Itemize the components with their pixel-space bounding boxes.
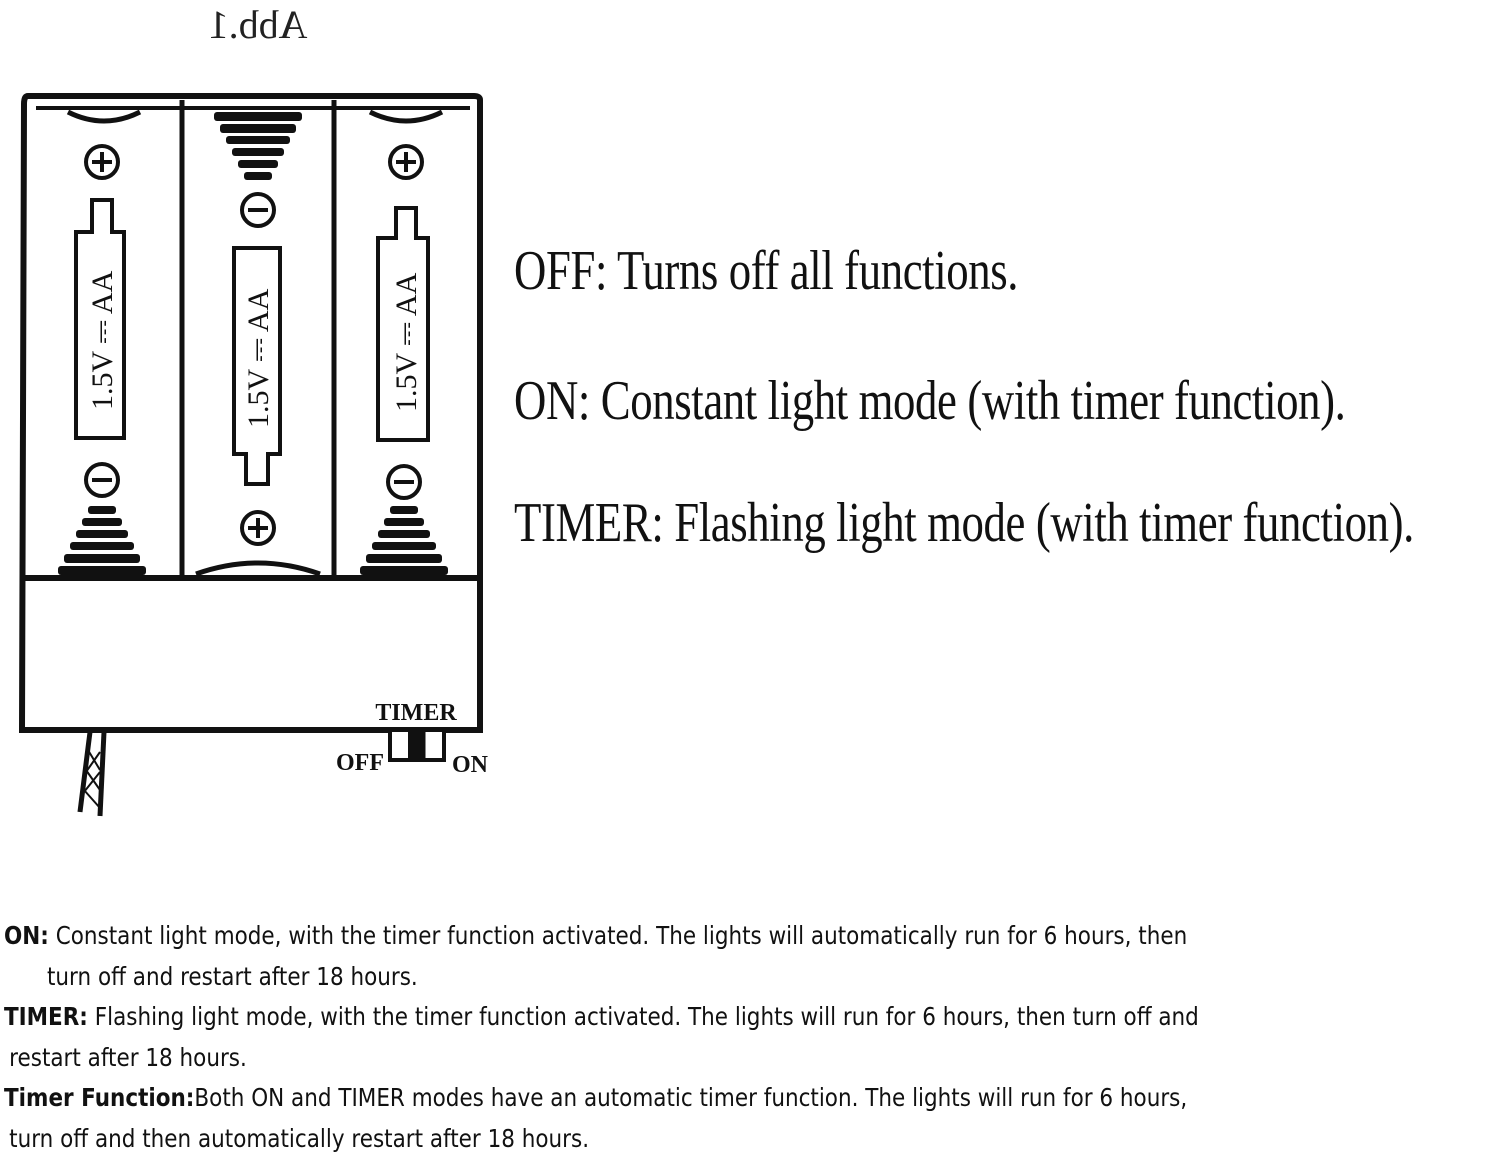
battery-cell-2: 1.5V ⎓ AA (195, 112, 321, 577)
spring-contact-icon (214, 112, 302, 180)
contact-plate-icon (368, 109, 444, 124)
switch-label-timer: TIMER (375, 700, 457, 726)
note-on-text: Constant light mode, with the timer func… (48, 921, 1188, 950)
switch-slider-icon (408, 732, 424, 758)
contact-plate-icon (195, 560, 321, 577)
plus-terminal-icon (84, 144, 120, 180)
note-timer-function: Timer Function:Both ON and TIMER modes h… (4, 1078, 1481, 1159)
diagram-title-text: Abb.1 (209, 2, 308, 47)
battery-cell-1: 1.5V ⎓ AA (58, 109, 146, 575)
diagram-title: Abb.1 (209, 2, 308, 47)
minus-terminal-icon (386, 464, 422, 500)
note-timer-function-term: Timer Function: (4, 1083, 195, 1112)
note-timer-text: Flashing light mode, with the timer func… (87, 1002, 1199, 1031)
note-on-term: ON: (4, 921, 49, 950)
note-timer-function-continuation: turn off and then automatically restart … (9, 1123, 590, 1153)
plus-terminal-icon (240, 510, 276, 546)
spring-contact-icon (58, 506, 146, 575)
aa-battery-icon (232, 246, 282, 486)
mode-notes: ON: Constant light mode, with the timer … (4, 916, 1482, 1159)
note-timer-function-text: Both ON and TIMER modes have an automati… (194, 1083, 1188, 1112)
battery-box-outline (18, 93, 483, 733)
battery-label-3: 1.5V ⎓ AA (390, 272, 423, 412)
note-timer-term: TIMER: (4, 1002, 88, 1031)
aa-battery-icon (376, 206, 430, 442)
plus-terminal-icon (388, 144, 424, 180)
spring-contact-icon (360, 506, 448, 575)
note-timer-continuation: restart after 18 hours. (9, 1042, 247, 1072)
power-cable-icon (77, 731, 107, 817)
switch-label-off: OFF (336, 750, 384, 776)
aa-battery-icon (74, 198, 126, 440)
minus-terminal-icon (240, 192, 276, 228)
battery-cell-3: 1.5V ⎓ AA (360, 109, 448, 575)
mode-timer-description: TIMER: Flashing light mode (with timer f… (514, 492, 1414, 554)
mode-switch: TIMER OFF ON (336, 700, 489, 778)
mode-on-description: ON: Constant light mode (with timer func… (514, 370, 1346, 432)
note-on-continuation: turn off and restart after 18 hours. (47, 961, 418, 991)
contact-plate-icon (66, 109, 142, 124)
minus-terminal-icon (84, 462, 120, 498)
battery-label-2: 1.5V ⎓ AA (242, 288, 275, 428)
note-on: ON: Constant light mode, with the timer … (4, 916, 1481, 997)
note-timer: TIMER: Flashing light mode, with the tim… (4, 997, 1481, 1078)
mode-off-description: OFF: Turns off all functions. (514, 240, 1019, 302)
battery-label-1: 1.5V ⎓ AA (86, 270, 119, 410)
switch-label-on: ON (452, 752, 489, 778)
battery-box-diagram: Abb.1 1.5V ⎓ AA (18, 2, 489, 817)
